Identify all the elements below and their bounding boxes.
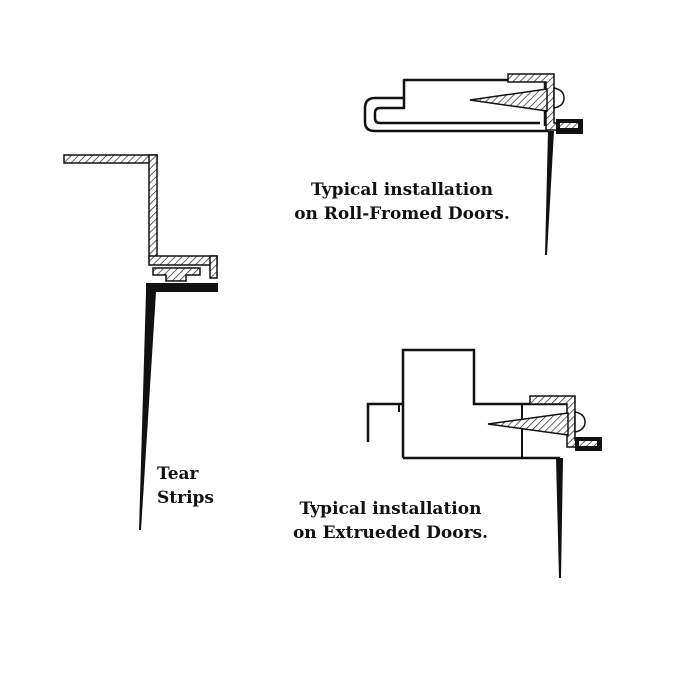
roll-formed-caption-line2: on Roll-Fromed Doors.: [294, 204, 510, 224]
tear-strips-label-line2: Strips: [157, 488, 215, 508]
vertical-leg: [148, 154, 158, 259]
top-flange: [63, 154, 158, 164]
roll-formed-caption-line1: Typical installation: [311, 180, 493, 200]
tear-strips-label: Tear Strips: [157, 462, 214, 510]
roll-formed-seal: [545, 131, 554, 255]
return-lip: [209, 255, 218, 279]
extruded-detail: [366, 348, 602, 578]
extruded-gasket-inner: [579, 441, 597, 446]
tear-strips-label-line1: Tear: [157, 464, 199, 484]
roll-formed-detail: [363, 73, 583, 255]
extruded-caption-line2: on Extrueded Doors.: [292, 523, 489, 543]
roll-formed-screw: [469, 88, 548, 112]
t-insert: [152, 267, 201, 282]
extruded-caption-line1: Typical installation: [299, 499, 482, 519]
extruded-screw-head: [574, 411, 586, 433]
roll-formed-caption: Typical installation on Roll-Fromed Door…: [287, 178, 517, 226]
extruded-caption: Typical installation on Extrueded Doors.: [283, 497, 498, 545]
extruded-screw: [487, 412, 569, 436]
extruded-seal: [556, 458, 563, 578]
gasket-bar: [146, 283, 218, 292]
extruded-profile: [366, 348, 575, 460]
roll-formed-screw-head: [553, 87, 565, 109]
tear-strip-detail: [63, 154, 218, 530]
bottom-return: [148, 255, 218, 266]
roll-formed-gasket-inner: [560, 123, 578, 128]
tear-strip-seal: [139, 292, 156, 530]
